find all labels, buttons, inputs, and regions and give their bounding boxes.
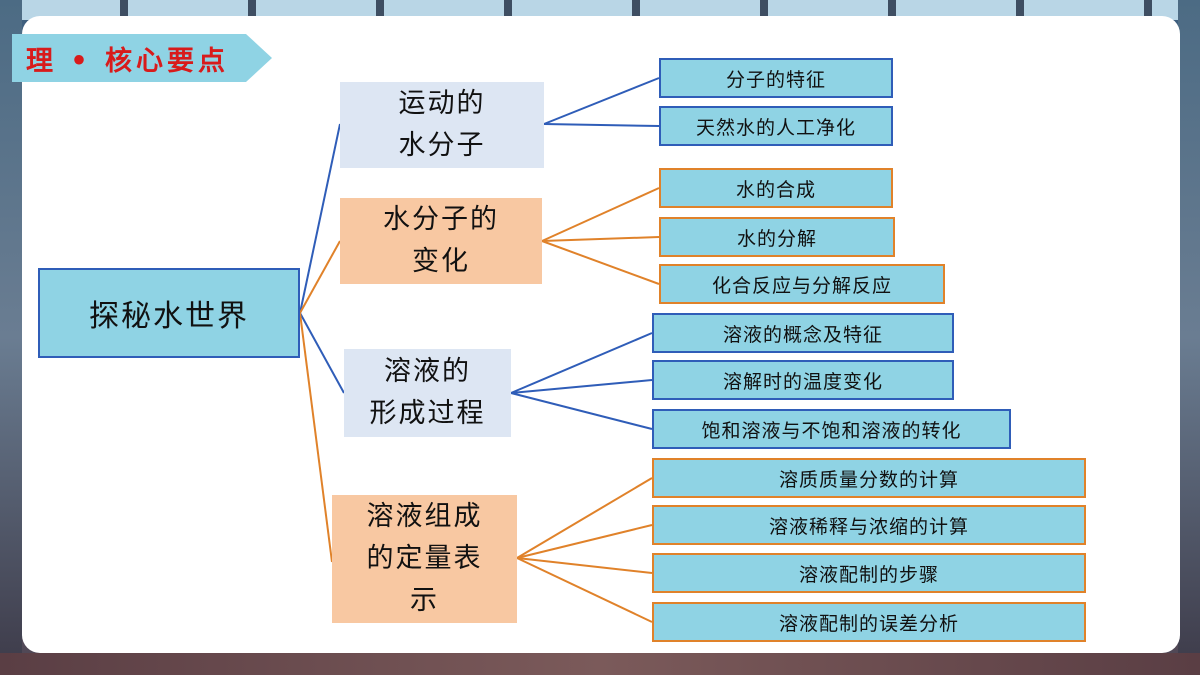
connector-b2-leaf-3 <box>541 240 660 285</box>
connector-b1-leaf-1 <box>543 77 660 125</box>
connector-root-branch-4 <box>299 312 333 563</box>
connector-root-branch-3 <box>299 312 345 394</box>
branch-node-2: 水分子的 变化 <box>340 198 542 284</box>
leaf-node: 溶质质量分数的计算 <box>652 458 1086 498</box>
leaf-node: 天然水的人工净化 <box>659 106 893 146</box>
connector-b4-leaf-1 <box>516 477 653 559</box>
leaf-node: 水的分解 <box>659 217 895 257</box>
leaf-node: 溶液稀释与浓缩的计算 <box>652 505 1086 545</box>
branch-3-line-1: 溶液的 <box>384 356 471 387</box>
background-window <box>0 0 1200 20</box>
section-title: 理 • 核心要点 <box>26 45 230 77</box>
branch-4-line-2: 的定量表 <box>366 543 483 574</box>
connector-root-branch-1 <box>299 123 341 314</box>
background-floor <box>0 653 1200 675</box>
connector-b3-leaf-3 <box>510 392 653 430</box>
connector-b1-leaf-2 <box>543 123 660 127</box>
leaf-node: 水的合成 <box>659 168 893 208</box>
branch-node-1: 运动的 水分子 <box>340 82 544 168</box>
background-right <box>1178 0 1200 675</box>
background-left <box>0 0 22 675</box>
leaf-node: 溶液配制的步骤 <box>652 553 1086 593</box>
branch-4-line-1: 溶液组成 <box>366 501 483 532</box>
connector-b2-leaf-1 <box>541 187 660 242</box>
section-title-tag: 理 • 核心要点 <box>12 34 272 82</box>
leaf-node: 溶解时的温度变化 <box>652 360 954 400</box>
branch-3-line-2: 形成过程 <box>369 398 486 429</box>
leaf-node: 溶液配制的误差分析 <box>652 602 1086 642</box>
connector-b3-leaf-1 <box>510 332 653 394</box>
root-node: 探秘水世界 <box>38 268 300 358</box>
branch-node-4: 溶液组成 的定量表 示 <box>332 495 517 623</box>
connector-b4-leaf-2 <box>516 524 653 559</box>
branch-1-line-2: 水分子 <box>398 130 486 161</box>
leaf-node: 分子的特征 <box>659 58 893 98</box>
leaf-node: 饱和溶液与不饱和溶液的转化 <box>652 409 1011 449</box>
connector-root-branch-2 <box>299 240 341 314</box>
connector-b4-leaf-4 <box>516 557 653 623</box>
branch-node-3: 溶液的 形成过程 <box>344 349 511 437</box>
connector-b2-leaf-2 <box>541 236 660 242</box>
branch-4-line-3: 示 <box>410 585 439 616</box>
branch-2-line-2: 变化 <box>412 246 470 277</box>
leaf-node: 溶液的概念及特征 <box>652 313 954 353</box>
connector-b3-leaf-2 <box>510 379 653 394</box>
connector-b4-leaf-3 <box>516 557 653 574</box>
branch-1-line-1: 运动的 <box>398 88 486 119</box>
leaf-node: 化合反应与分解反应 <box>659 264 945 304</box>
branch-2-line-1: 水分子的 <box>383 204 499 235</box>
